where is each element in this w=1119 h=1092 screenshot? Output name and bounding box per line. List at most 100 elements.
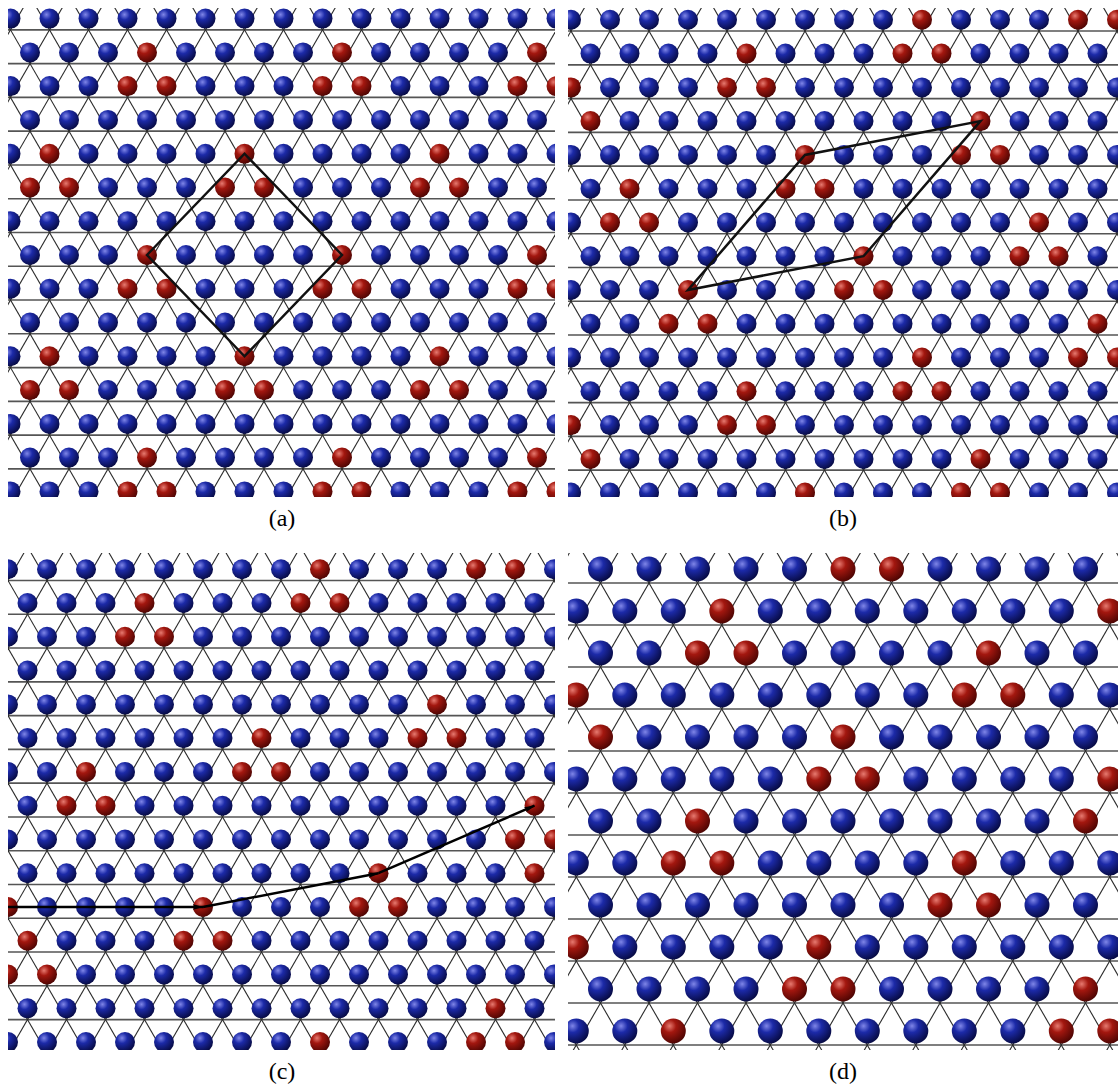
blue-atom [893, 314, 913, 334]
blue-atom [776, 314, 796, 334]
blue-atom [271, 1032, 291, 1050]
blue-atom [678, 77, 698, 97]
blue-atom [79, 346, 99, 366]
red-atom [1088, 314, 1108, 334]
red-atom [427, 694, 447, 714]
blue-atom [1073, 557, 1098, 582]
blue-atom [873, 213, 893, 233]
panel-label: (d) [827, 1058, 859, 1085]
red-atom [661, 851, 686, 876]
red-atom [685, 641, 710, 666]
blue-atom [291, 661, 311, 681]
blue-atom [659, 449, 679, 469]
blue-atom [313, 9, 333, 29]
blue-atom [96, 728, 116, 748]
atoms [8, 553, 555, 1050]
blue-atom [903, 599, 928, 624]
blue-atom [469, 279, 489, 299]
red-atom [254, 380, 274, 400]
blue-atom [600, 145, 620, 165]
blue-atom [271, 559, 291, 579]
blue-atom [430, 279, 450, 299]
blue-atom [544, 965, 555, 985]
blue-atom [600, 280, 620, 300]
blue-atom [709, 1019, 734, 1044]
red-atom [1073, 809, 1098, 834]
blue-atom [488, 313, 508, 333]
blue-atom [371, 110, 391, 130]
blue-atom [8, 481, 21, 497]
blue-atom [137, 110, 157, 130]
red-atom [547, 76, 556, 96]
blue-atom [118, 144, 138, 164]
blue-atom [525, 998, 545, 1018]
blue-atom [1049, 851, 1074, 876]
blue-atom [544, 694, 555, 714]
blue-atom [193, 762, 213, 782]
red-atom [795, 483, 815, 497]
blue-atom [661, 599, 686, 624]
blue-atom [352, 211, 372, 231]
blue-atom [369, 593, 389, 613]
blue-atom [1073, 641, 1098, 666]
red-atom [59, 178, 79, 198]
blue-atom [371, 178, 391, 198]
blue-atom [637, 725, 662, 750]
blue-atom [98, 380, 118, 400]
red-atom [717, 415, 737, 435]
red-atom [737, 44, 757, 64]
blue-atom [488, 448, 508, 468]
blue-atom [196, 211, 216, 231]
blue-atom [410, 448, 430, 468]
blue-atom [568, 145, 581, 165]
blue-atom [527, 313, 547, 333]
blue-atom [971, 44, 991, 64]
blue-atom [1088, 179, 1108, 199]
blue-atom [1068, 483, 1088, 497]
red-atom [118, 76, 138, 96]
blue-atom [291, 863, 311, 883]
blue-atom [118, 211, 138, 231]
blue-atom [349, 559, 369, 579]
red-atom [659, 314, 679, 334]
blue-atom [154, 559, 174, 579]
blue-atom [274, 346, 294, 366]
blue-atom [137, 313, 157, 333]
blue-atom [408, 661, 428, 681]
red-atom [951, 145, 971, 165]
blue-atom [678, 348, 698, 368]
red-atom [1073, 977, 1098, 1002]
blue-atom [115, 830, 135, 850]
blue-atom [873, 348, 893, 368]
blue-atom [157, 414, 177, 434]
blue-atom [388, 627, 408, 647]
blue-atom [903, 935, 928, 960]
blue-atom [685, 725, 710, 750]
blue-atom [252, 796, 272, 816]
blue-atom [831, 809, 856, 834]
blue-atom [271, 627, 291, 647]
blue-atom [758, 851, 783, 876]
red-atom [952, 683, 977, 708]
red-atom [135, 593, 155, 613]
blue-atom [620, 449, 640, 469]
blue-atom [893, 246, 913, 266]
blue-atom [274, 481, 294, 497]
blue-atom [8, 346, 21, 366]
blue-atom [391, 211, 411, 231]
blue-atom [698, 246, 718, 266]
red-atom [990, 145, 1010, 165]
red-atom [1107, 10, 1118, 30]
blue-atom [98, 448, 118, 468]
blue-atom [79, 414, 99, 434]
blue-atom [488, 110, 508, 130]
blue-atom [18, 661, 38, 681]
blue-atom [952, 1019, 977, 1044]
blue-atom [157, 144, 177, 164]
red-atom [685, 809, 710, 834]
blue-atom [717, 483, 737, 497]
blue-atom [912, 213, 932, 233]
blue-atom [990, 348, 1010, 368]
red-atom [776, 179, 796, 199]
